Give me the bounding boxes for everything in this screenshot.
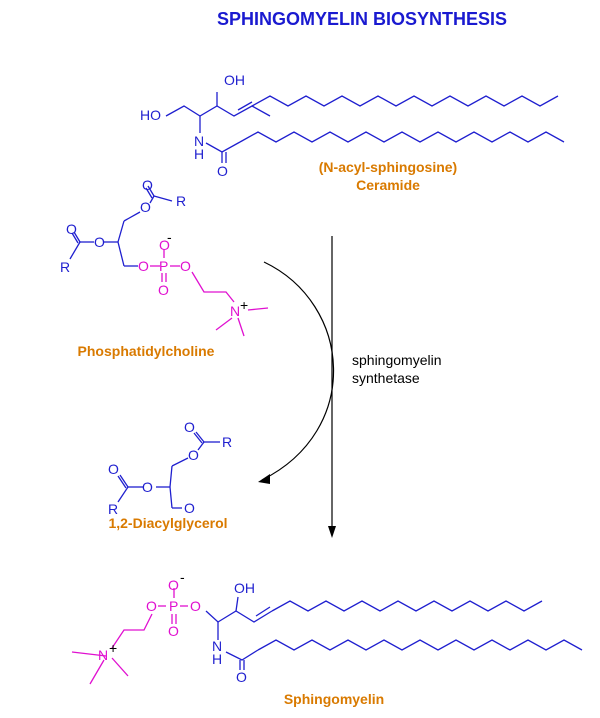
pc-phosphate-o-2: O: [180, 258, 191, 274]
dag-ester-o-1: O: [188, 447, 199, 463]
sm-n-label: N: [212, 638, 222, 654]
dag-ester-o-2: O: [142, 479, 153, 495]
ceramide-oh-label: OH: [224, 72, 245, 88]
diagram-title: SPHINGOMYELIN BIOSYNTHESIS: [217, 9, 507, 29]
dag-r-2: R: [108, 501, 118, 517]
pc-phosphate-o-minus: O: [159, 237, 170, 253]
ceramide-caption-line2: Ceramide: [356, 177, 420, 193]
main-arrow-head: [328, 526, 336, 538]
ceramide-structure: [165, 92, 565, 163]
pc-nitrogen: N: [230, 303, 240, 319]
reaction-arrows: [261, 236, 335, 532]
pc-ester-o-2: O: [94, 234, 105, 250]
phosphatidylcholine-caption: Phosphatidylcholine: [78, 343, 215, 359]
sm-plus-charge: +: [109, 640, 117, 656]
dag-r-1: R: [222, 434, 232, 450]
sm-phosphate-o-2: O: [190, 598, 201, 614]
pc-minus-charge: -: [167, 229, 172, 245]
diacylglycerol-structure: [117, 431, 220, 509]
sm-nitrogen: N: [98, 647, 108, 663]
ceramide-caption-line1: (N-acyl-sphingosine): [319, 159, 457, 175]
pc-ester-o-1: O: [140, 199, 151, 215]
pc-carbonyl-o-1: O: [142, 177, 153, 193]
pc-carbonyl-o-2: O: [66, 221, 77, 237]
sm-phosphate-o-minus: O: [168, 577, 179, 593]
sphingomyelin-caption: Sphingomyelin: [284, 691, 384, 707]
phosphatidylcholine-structure: [69, 185, 269, 337]
pc-plus-charge: +: [240, 297, 248, 313]
sm-phosphate-o-1: O: [146, 598, 157, 614]
enzyme-label-line1: sphingomyelin: [352, 352, 442, 368]
pc-phosphorus: P: [159, 258, 168, 274]
pc-phosphate-o-1: O: [138, 258, 149, 274]
ceramide-n-label: N: [194, 133, 204, 149]
ceramide-o-label: O: [217, 163, 228, 179]
dag-hydroxyl-o: O: [184, 500, 195, 516]
dag-carbonyl-o-1: O: [184, 419, 195, 435]
pc-phosphate-o-double: O: [158, 282, 169, 298]
sm-oh-label: OH: [234, 580, 255, 596]
enzyme-label-line2: synthetase: [352, 370, 420, 386]
sm-h-label: H: [212, 651, 222, 667]
diacylglycerol-caption: 1,2-Diacylglycerol: [108, 515, 227, 531]
sm-amide-o: O: [236, 669, 247, 685]
sm-phosphate-o-double: O: [168, 623, 179, 639]
curved-arrow-head: [258, 474, 270, 484]
ceramide-h-label: H: [194, 146, 204, 162]
dag-carbonyl-o-2: O: [108, 461, 119, 477]
sphingomyelin-structure: [71, 588, 583, 685]
pc-r-2: R: [60, 259, 70, 275]
pc-r-1: R: [176, 193, 186, 209]
sm-minus-charge: -: [180, 569, 185, 585]
ceramide-ho-label: HO: [140, 107, 161, 123]
sm-phosphorus: P: [169, 598, 178, 614]
